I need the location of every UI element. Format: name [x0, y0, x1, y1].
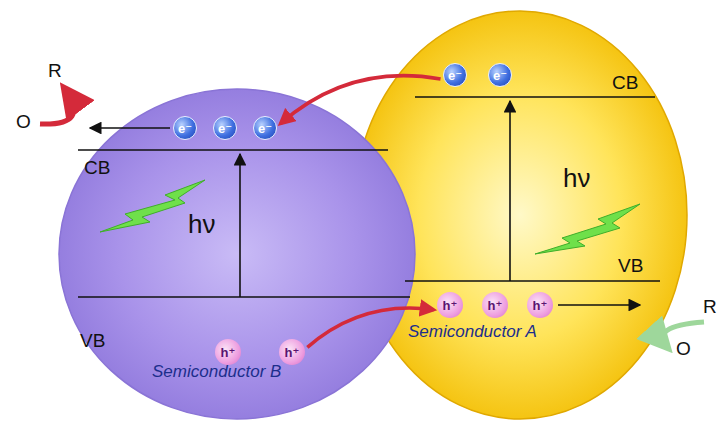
electron-symbol: e⁻: [178, 121, 192, 136]
band-label: CB: [84, 157, 110, 179]
valence-band-line: [78, 296, 410, 298]
hole-dot: h⁺: [215, 339, 241, 365]
electron-symbol: e⁻: [493, 68, 507, 83]
electron-symbol: e⁻: [218, 121, 232, 136]
electron-transfer-arrow: [90, 127, 170, 129]
hole-symbol: h⁺: [533, 298, 548, 313]
excitation-arrow: [239, 154, 241, 297]
band-label: O: [16, 111, 31, 133]
band-label: hν: [188, 210, 215, 240]
band-label: O: [676, 338, 691, 360]
conduction-band-line: [415, 96, 655, 98]
hole-symbol: h⁺: [488, 298, 503, 313]
semiconductor-particle: Semiconductor B e⁻ e⁻ e⁻ h⁺ h⁺: [58, 88, 416, 420]
hole-dot: h⁺: [279, 339, 305, 365]
particle-name: Semiconductor A: [408, 322, 537, 342]
hole-dot: h⁺: [527, 292, 553, 318]
electron-dot: e⁻: [213, 116, 237, 140]
electron-symbol: e⁻: [258, 121, 272, 136]
excitation-arrow: [509, 101, 511, 281]
light-bolt: [535, 204, 640, 254]
hole-transfer-arrow: [558, 304, 640, 306]
hole-dot: h⁺: [482, 292, 508, 318]
charge-transfer-arrow: [307, 308, 433, 347]
electron-dot: e⁻: [173, 116, 197, 140]
electron-dot: e⁻: [443, 63, 467, 87]
hole-dot: h⁺: [437, 292, 463, 318]
band-label: hν: [563, 164, 590, 194]
charge-transfer-arrow: [280, 76, 440, 124]
hole-symbol: h⁺: [221, 345, 236, 360]
band-label: VB: [80, 330, 105, 352]
electron-symbol: e⁻: [448, 68, 462, 83]
valence-band-line: [405, 280, 660, 282]
electron-dot: e⁻: [488, 63, 512, 87]
band-label: R: [48, 60, 62, 82]
band-label: R: [703, 296, 717, 318]
reduction-arrow: [40, 88, 74, 124]
hole-symbol: h⁺: [443, 298, 458, 313]
band-label: CB: [612, 72, 638, 94]
electron-dot: e⁻: [253, 116, 277, 140]
particle-name: Semiconductor B: [152, 362, 281, 382]
semiconductor-outline: [59, 89, 415, 419]
hole-symbol: h⁺: [285, 345, 300, 360]
conduction-band-line: [78, 149, 388, 151]
band-label: VB: [618, 255, 643, 277]
